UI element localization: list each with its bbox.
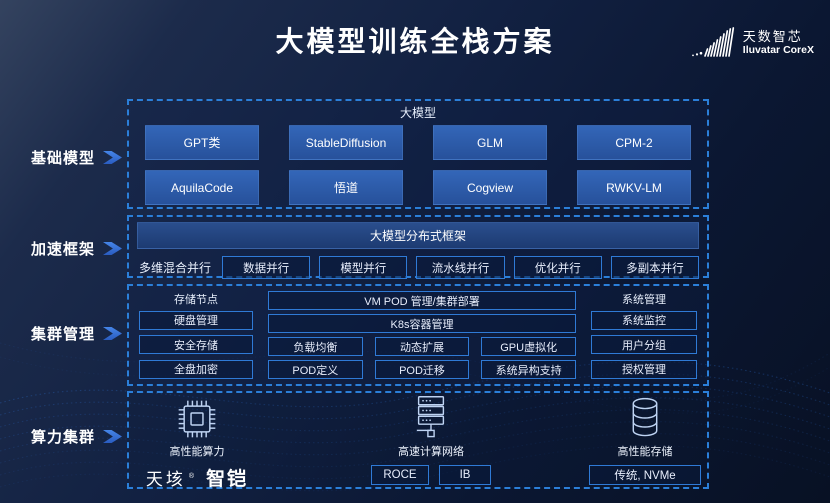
pod-feature-grid: 负载均衡 动态扩展 GPU虚拟化 POD定义 POD迁移 系统异构支持 (268, 337, 576, 379)
model-box: CPM-2 (577, 125, 691, 160)
storage-column: 存储节点 硬盘管理 安全存储 全盘加密 (139, 291, 253, 379)
chevron-right-icon (103, 151, 122, 164)
parallelism-box: 多副本并行 (610, 256, 700, 279)
network-boxes: ROCE IB (365, 465, 497, 485)
compute-group-label: 高速计算网络 (398, 446, 464, 458)
feature-box: 动态扩展 (374, 337, 470, 356)
chevron-right-icon (103, 242, 122, 255)
parallelism-row-label: 多维混合并行 (139, 261, 212, 275)
feature-box: POD迁移 (374, 360, 470, 379)
storage-box: 安全存储 (139, 335, 253, 355)
pod-column: VM POD 管理/集群部署 K8s容器管理 负载均衡 动态扩展 GPU虚拟化 … (268, 291, 576, 379)
parallelism-row: 多维混合并行 数据并行 模型并行 流水线并行 优化并行 多副本并行 (137, 256, 700, 279)
rail-item-cluster-management: 集群管理 (0, 323, 122, 344)
vm-pod-box: VM POD 管理/集群部署 (268, 291, 576, 310)
framework-header-bar: 大模型分布式框架 (137, 222, 699, 249)
logo: 天数智芯 Iluvatar CoreX (690, 27, 814, 59)
chip-icon (131, 397, 263, 441)
rail-label: 集群管理 (30, 326, 95, 343)
page-title: 大模型训练全栈方案 (275, 26, 555, 57)
brand-zhikai: 智铠 (206, 469, 249, 490)
logo-mark-icon (690, 27, 736, 59)
storage-box: 全盘加密 (139, 359, 253, 379)
roce-box: ROCE (371, 465, 429, 485)
rail-item-compute-cluster: 算力集群 (0, 426, 122, 447)
feature-box: POD定义 (268, 360, 363, 379)
k8s-box: K8s容器管理 (268, 314, 576, 333)
logo-text: 天数智芯 Iluvatar CoreX (743, 29, 814, 57)
brand-tiangai: 天垓 (145, 470, 186, 489)
parallelism-box: 优化并行 (513, 256, 602, 279)
system-box: 授权管理 (591, 359, 697, 379)
model-box: 悟道 (289, 170, 403, 205)
section-acceleration-framework: 大模型分布式框架 多维混合并行 数据并行 模型并行 流水线并行 优化并行 多副本… (127, 215, 709, 279)
system-column: 系统管理 系统监控 用户分组 授权管理 (591, 291, 697, 379)
logo-name-en: Iluvatar CoreX (742, 44, 814, 56)
compute-group-label: 高性能算力 (169, 446, 225, 458)
model-box: GPT类 (145, 125, 259, 160)
model-box: AquilaCode (145, 170, 259, 205)
compute-group-storage: 高性能存储 传统, NVMe (566, 397, 724, 485)
feature-box: 系统异构支持 (481, 360, 576, 379)
storage-column-header: 存储节点 (174, 294, 218, 306)
compute-group-label: 高性能存储 (617, 446, 673, 458)
section-compute-cluster: 高性能算力 天垓® 智铠 高速计算网络 ROCE (127, 391, 709, 491)
model-box: GLM (433, 125, 547, 160)
feature-box: GPU虚拟化 (481, 337, 576, 356)
storage-boxes: 传统, NVMe (566, 465, 724, 485)
parallelism-box: 数据并行 (222, 256, 311, 279)
logo-name-cn: 天数智芯 (742, 29, 803, 44)
compute-group-network: 高速计算网络 ROCE IB (365, 396, 497, 485)
storage-type-box: 传统, NVMe (589, 465, 701, 485)
rail-label: 加速框架 (30, 241, 95, 258)
storage-box: 硬盘管理 (139, 310, 253, 330)
chevron-right-icon (103, 430, 122, 443)
rail-label: 基础模型 (30, 150, 95, 167)
parallelism-box: 流水线并行 (416, 256, 505, 279)
system-box: 系统监控 (591, 310, 697, 330)
system-box: 用户分组 (591, 335, 697, 355)
section-foundation-models: 大模型 GPT类 StableDiffusion GLM CPM-2 Aquil… (127, 99, 709, 209)
rail-item-acceleration-framework: 加速框架 (0, 238, 122, 259)
compute-group-hpc: 高性能算力 天垓® 智铠 (131, 397, 263, 491)
registered-mark: ® (188, 473, 195, 480)
ib-box: IB (439, 465, 491, 485)
model-box: Cogview (433, 170, 547, 205)
feature-box: 负载均衡 (268, 337, 363, 356)
system-column-header: 系统管理 (622, 294, 666, 306)
brand-names: 天垓® 智铠 (131, 464, 263, 491)
section-cluster-management: 存储节点 硬盘管理 安全存储 全盘加密 VM POD 管理/集群部署 K8s容器… (127, 284, 709, 386)
parallelism-box: 模型并行 (319, 256, 408, 279)
server-icon (365, 396, 497, 441)
model-box: StableDiffusion (289, 125, 403, 160)
chevron-right-icon (103, 327, 122, 340)
section-header: 大模型 (399, 106, 436, 120)
model-grid: GPT类 StableDiffusion GLM CPM-2 AquilaCod… (129, 121, 707, 205)
rail-item-foundation-model: 基础模型 (0, 147, 122, 168)
model-box: RWKV-LM (577, 170, 691, 205)
storage-icon (566, 397, 724, 441)
rail-label: 算力集群 (30, 429, 95, 446)
